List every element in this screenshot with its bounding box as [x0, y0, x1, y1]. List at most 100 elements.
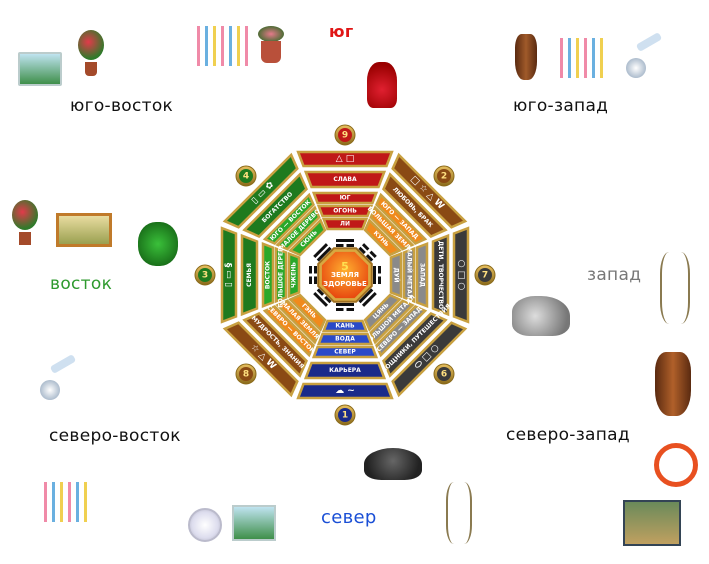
svg-text:9: 9 [342, 131, 348, 141]
sector-southwest-aspect[interactable] [379, 172, 448, 240]
anthurium-flower-icon [72, 28, 110, 82]
metal-tree-icon [446, 482, 472, 544]
wall-clock-icon [654, 443, 698, 487]
sector-label: МАЛЫЙ МЕТАЛЛ [406, 246, 414, 304]
svg-text:7: 7 [482, 271, 488, 281]
sector-label: ВОДА [335, 336, 355, 343]
red-dragon-figurine-icon [367, 62, 397, 108]
sector-number-badge[interactable]: 1 [334, 404, 356, 426]
sector-north-aspect[interactable] [303, 361, 387, 380]
sector-north-trigram[interactable] [321, 319, 369, 333]
aquarium-icon [232, 505, 276, 541]
sector-label: ЛИ [340, 221, 350, 228]
vase-icon [655, 352, 691, 416]
sector-east-direction[interactable] [261, 241, 275, 309]
sector-northwest-direction[interactable] [374, 304, 428, 358]
sector-east-outer_icons[interactable] [220, 226, 238, 324]
sector-southwest-trigram[interactable] [362, 218, 402, 257]
sector-northeast-outer_icons[interactable] [222, 319, 301, 398]
sector-number-badge[interactable]: 4 [235, 165, 257, 187]
sector-number-badge[interactable]: 8 [235, 363, 257, 385]
sector-southeast-trigram[interactable] [288, 218, 327, 257]
sector-label: БОЛЬШОЕ ДЕРЕВО [278, 242, 285, 308]
sector-west-aspect[interactable] [431, 233, 450, 317]
sector-northwest-outer_icons[interactable] [389, 319, 468, 398]
sector-label: △ □ [336, 154, 355, 164]
stone-skull-icon [512, 296, 570, 336]
label-north: север [321, 507, 377, 528]
sector-label: ☁ ~ [335, 386, 355, 396]
center-aspect: ЗДОРОВЬЕ [323, 279, 367, 288]
sector-east-aspect[interactable] [240, 233, 259, 317]
crystal-pendant-icon [620, 32, 664, 80]
label-northeast: северо-восток [49, 426, 181, 446]
sector-southwest-outer_icons[interactable] [389, 152, 468, 231]
green-dragon-figurine-icon [138, 222, 178, 266]
sector-number-badge[interactable]: 6 [433, 363, 455, 385]
label-northwest: северо-запад [506, 425, 630, 445]
sector-north-outer_icons[interactable] [296, 382, 394, 400]
sector-northwest-trigram[interactable] [362, 292, 402, 332]
sector-label: СЕМЬЯ [246, 263, 253, 287]
svg-text:8: 8 [243, 369, 249, 379]
sector-northeast-direction[interactable] [262, 304, 316, 358]
sector-east[interactable]: ЧЖЕНЬ БОЛЬШОЕ ДЕРЕВО ВОСТОК СЕМЬЯ ▯ ▭ § 3 [194, 226, 322, 324]
sector-label: ЧЖЕНЬ [291, 262, 298, 288]
candles-icon [44, 482, 90, 522]
turtle-figurine-icon [364, 448, 422, 480]
sector-label: СЕВЕР [334, 349, 356, 356]
sector-south-trigram[interactable] [321, 217, 369, 231]
sector-number-badge[interactable]: 3 [194, 264, 216, 286]
sector-label: ○ □ ○ [456, 260, 466, 291]
sector-label: ЗАПАД [419, 263, 426, 287]
sector-southeast-element[interactable] [275, 205, 322, 252]
sector-east-element[interactable] [274, 246, 288, 304]
sector-label: ▯ ▭ § [224, 262, 234, 287]
sector-west-direction[interactable] [415, 241, 429, 309]
sector-number-badge[interactable]: 9 [334, 124, 356, 146]
sector-north-element[interactable] [316, 332, 374, 346]
sector-label: КАНЬ [335, 323, 355, 330]
label-south: юг [329, 22, 354, 41]
sector-west-element[interactable] [402, 246, 416, 304]
sector-west-trigram[interactable] [389, 251, 403, 299]
sector-northeast-element[interactable] [275, 298, 322, 345]
sector-northwest-element[interactable] [368, 298, 415, 345]
sector-southwest-element[interactable] [368, 205, 415, 252]
center-number: 5 [341, 259, 349, 273]
sector-southeast-direction[interactable] [262, 192, 316, 246]
sector-label: ДУЙ [393, 268, 401, 283]
svg-text:6: 6 [441, 369, 447, 379]
sector-southwest-direction[interactable] [374, 192, 428, 246]
sector-northwest-aspect[interactable] [379, 309, 448, 378]
flower-pot-icon [256, 26, 286, 66]
label-west: запад [587, 265, 642, 285]
sector-northeast-aspect[interactable] [242, 309, 310, 378]
sector-label: ВОСТОК [265, 261, 272, 289]
mirror-icon [188, 508, 222, 542]
sector-southeast-outer_icons[interactable] [222, 152, 301, 231]
sector-north-direction[interactable] [311, 345, 379, 359]
sector-number-badge[interactable]: 2 [433, 165, 455, 187]
sector-west-outer_icons[interactable] [452, 226, 470, 324]
center-octagon[interactable]: 5 ЗЕМЛЯ ЗДОРОВЬЕ [318, 248, 372, 302]
sector-south-element[interactable] [316, 204, 374, 218]
sector-east-trigram[interactable] [287, 251, 301, 299]
sector-northeast-trigram[interactable] [288, 292, 327, 332]
svg-text:2: 2 [441, 172, 447, 182]
sector-south-direction[interactable] [311, 191, 379, 205]
sector-south-outer_icons[interactable] [296, 150, 394, 168]
svg-text:3: 3 [202, 271, 208, 281]
forest-painting-icon [623, 500, 681, 546]
sector-label: СЛАВА [333, 176, 357, 183]
sector-number-badge[interactable]: 7 [474, 264, 496, 286]
vase-icon [515, 34, 537, 80]
candles-icon [560, 38, 608, 78]
sector-south-aspect[interactable] [303, 170, 387, 189]
sector-southeast-aspect[interactable] [242, 172, 310, 240]
